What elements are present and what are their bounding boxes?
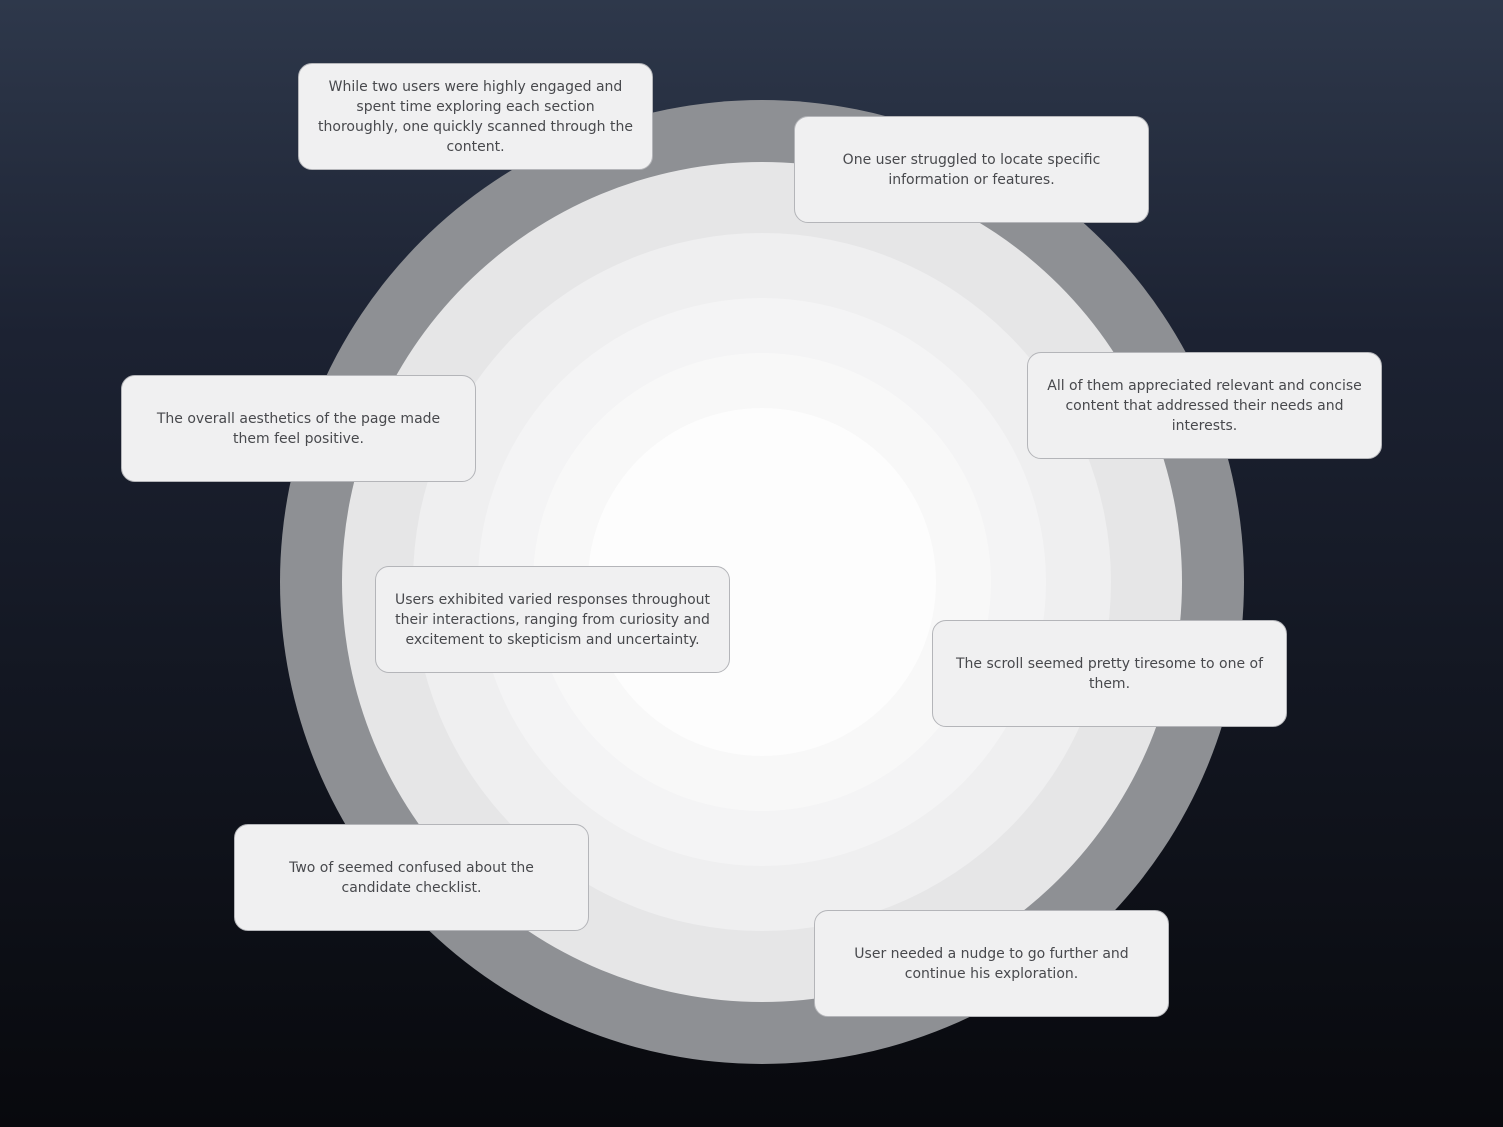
note-card-navigation: One user struggled to locate specific in… <box>794 116 1149 223</box>
note-card-aesthetics: The overall aesthetics of the page made … <box>121 375 476 482</box>
note-card-engagement: While two users were highly engaged and … <box>298 63 653 170</box>
note-text: The overall aesthetics of the page made … <box>156 410 441 447</box>
note-text: User needed a nudge to go further and co… <box>854 945 1129 982</box>
note-text: Two of seemed confused about the candida… <box>289 859 534 896</box>
note-text: Users exhibited varied responses through… <box>394 591 710 648</box>
note-card-scroll: The scroll seemed pretty tiresome to one… <box>932 620 1287 727</box>
note-text: While two users were highly engaged and … <box>318 78 633 155</box>
note-card-nudge: User needed a nudge to go further and co… <box>814 910 1169 1017</box>
note-card-responses: Users exhibited varied responses through… <box>375 566 730 673</box>
note-text: One user struggled to locate specific in… <box>842 151 1101 188</box>
note-text: The scroll seemed pretty tiresome to one… <box>956 655 1263 692</box>
note-card-content: All of them appreciated relevant and con… <box>1027 352 1382 459</box>
note-card-checklist: Two of seemed confused about the candida… <box>234 824 589 931</box>
note-text: All of them appreciated relevant and con… <box>1047 377 1362 434</box>
